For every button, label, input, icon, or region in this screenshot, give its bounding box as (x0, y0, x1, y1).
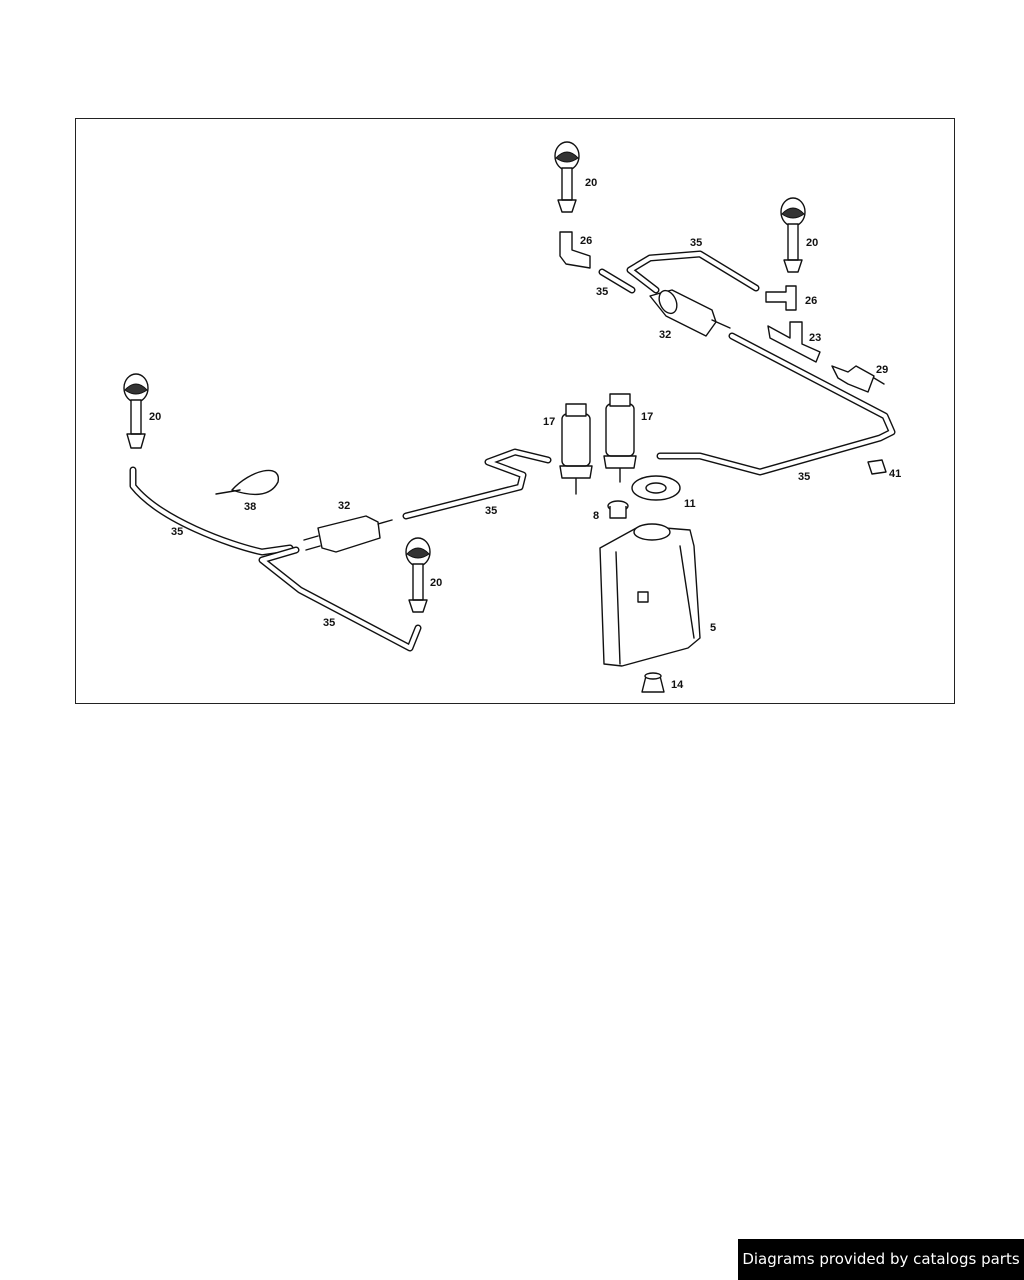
hose-center (402, 448, 552, 520)
callout-29: 29 (876, 364, 888, 376)
elbow-top-left (559, 231, 591, 269)
hose-short-top (598, 268, 636, 294)
nozzle-top-right (780, 197, 806, 273)
grommet (607, 500, 629, 519)
callout-26: 26 (805, 295, 817, 307)
callout-5: 5 (710, 622, 716, 634)
hose-left-upper (129, 466, 294, 556)
hose-clip (867, 459, 887, 475)
callout-23: 23 (809, 332, 821, 344)
callout-11: 11 (684, 498, 696, 510)
callout-32: 32 (338, 500, 350, 512)
callout-41: 41 (889, 468, 901, 480)
callout-17: 17 (641, 411, 653, 423)
diagram-frame (75, 118, 955, 704)
tee-connector (767, 321, 821, 363)
callout-17: 17 (543, 416, 555, 428)
nozzle-top-center (554, 141, 580, 213)
elbow-top-right (765, 285, 797, 311)
callout-32: 32 (659, 329, 671, 341)
credit-banner: Diagrams provided by catalogs parts (738, 1239, 1024, 1280)
filter-left (303, 515, 393, 553)
hose-right-long (656, 332, 896, 476)
pump-seal (631, 475, 681, 501)
cable-tie (215, 469, 279, 496)
callout-20: 20 (430, 577, 442, 589)
callout-26: 26 (580, 235, 592, 247)
callout-35: 35 (323, 617, 335, 629)
callout-20: 20 (149, 411, 161, 423)
hose-top-loop (626, 250, 760, 294)
hose-left-lower (258, 546, 422, 652)
check-valve (831, 365, 885, 393)
nozzle-left (123, 373, 149, 449)
callout-8: 8 (593, 510, 599, 522)
nozzle-bottom (405, 537, 431, 613)
callout-35: 35 (690, 237, 702, 249)
rubber-buffer (641, 672, 665, 693)
pump-left (559, 403, 593, 495)
callout-35: 35 (171, 526, 183, 538)
washer-reservoir (599, 523, 701, 667)
pump-right (603, 393, 637, 483)
callout-labels: 20 26 35 20 35 26 32 23 29 20 17 17 35 4… (149, 177, 901, 691)
callout-35: 35 (485, 505, 497, 517)
callout-20: 20 (585, 177, 597, 189)
callout-38: 38 (244, 501, 256, 513)
filter-top (649, 289, 731, 337)
callout-35: 35 (798, 471, 810, 483)
callout-20: 20 (806, 237, 818, 249)
callout-14: 14 (671, 679, 684, 691)
callout-35: 35 (596, 286, 608, 298)
